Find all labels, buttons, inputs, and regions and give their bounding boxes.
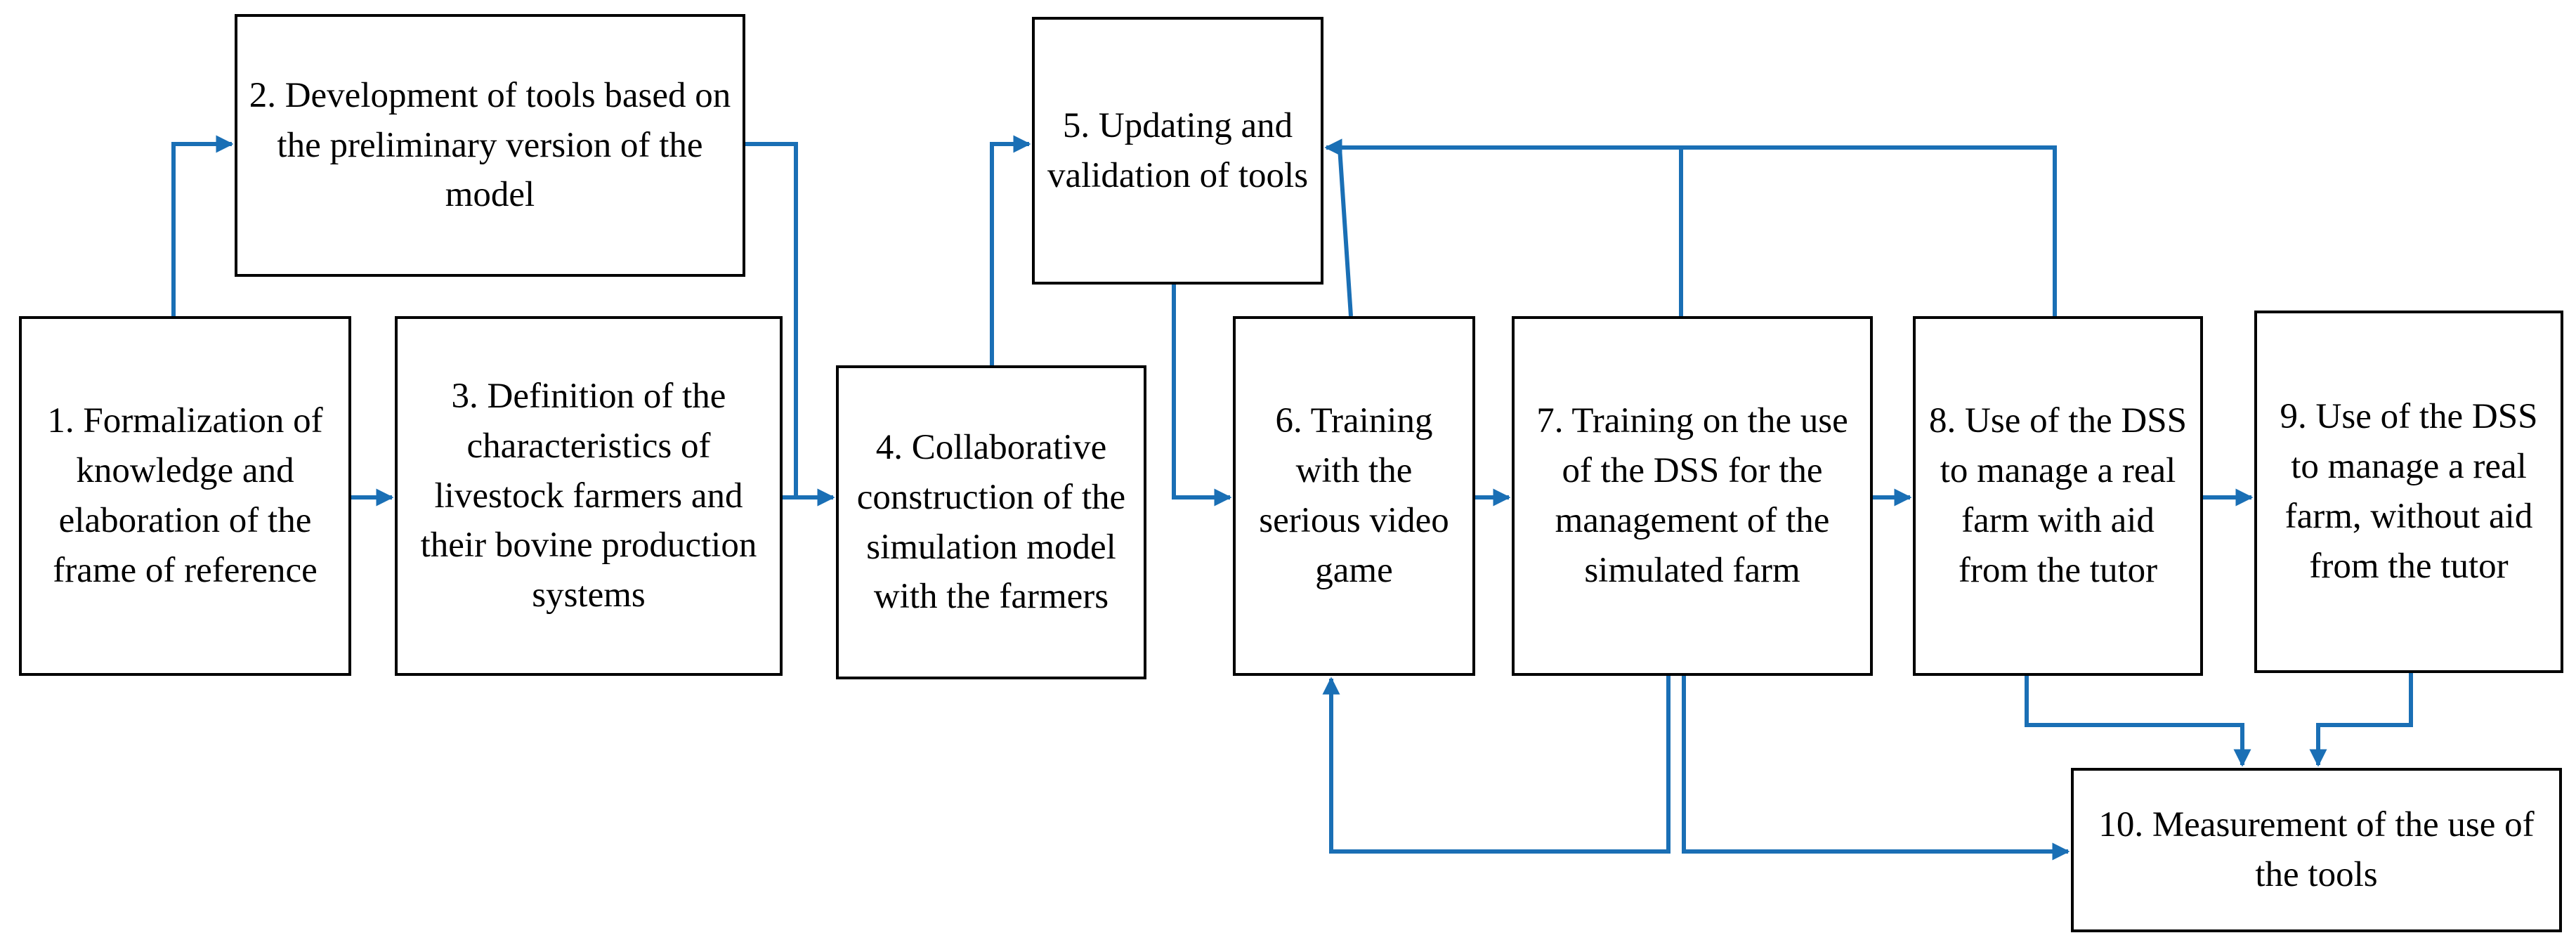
node-6: 6. Training with the serious video game: [1233, 316, 1475, 676]
arrow-n1-to-n2: [171, 135, 234, 316]
node-4: 4. Collaborative construction of the sim…: [836, 365, 1146, 679]
arrow-n5-to-n6: [1172, 285, 1232, 507]
node-5: 5. Updating and validation of tools: [1032, 17, 1323, 285]
arrow-n7-to-n6: [1322, 676, 1671, 854]
arrow-n7-to-n10: [1682, 676, 2070, 861]
node-4-label: 4. Collaborative construction of the sim…: [856, 427, 1126, 617]
arrow-n6-to-n5: [1324, 138, 1353, 317]
node-3-label: 3. Definition of the characteristics of …: [420, 376, 757, 615]
node-8-label: 8. Use of the DSS to manage a real farm …: [1929, 401, 2187, 590]
node-8: 8. Use of the DSS to manage a real farm …: [1913, 316, 2203, 676]
node-10: 10. Measurement of the use of the tools: [2071, 768, 2562, 932]
arrow-n8-to-n5: [1324, 138, 2057, 316]
node-1: 1. Formalization of knowledge and elabor…: [19, 316, 351, 676]
node-7-label: 7. Training on the use of the DSS for th…: [1536, 401, 1848, 590]
node-1-label: 1. Formalization of knowledge and elabor…: [47, 401, 323, 590]
arrow-n8-to-n10: [2025, 676, 2251, 767]
arrow-n7-to-n5: [1324, 138, 1683, 316]
arrow-n9-to-n10: [2309, 673, 2413, 767]
node-9: 9. Use of the DSS to manage a real farm,…: [2254, 311, 2563, 673]
node-2: 2. Development of tools based on the pre…: [235, 14, 745, 277]
node-6-label: 6. Training with the serious video game: [1259, 401, 1449, 590]
node-7: 7. Training on the use of the DSS for th…: [1512, 316, 1873, 676]
node-5-label: 5. Updating and validation of tools: [1047, 105, 1309, 195]
arrow-n4-to-n5: [990, 135, 1031, 365]
node-3: 3. Definition of the characteristics of …: [395, 316, 783, 676]
node-10-label: 10. Measurement of the use of the tools: [2098, 805, 2535, 894]
node-9-label: 9. Use of the DSS to manage a real farm,…: [2280, 397, 2538, 586]
node-2-label: 2. Development of tools based on the pre…: [249, 75, 731, 215]
